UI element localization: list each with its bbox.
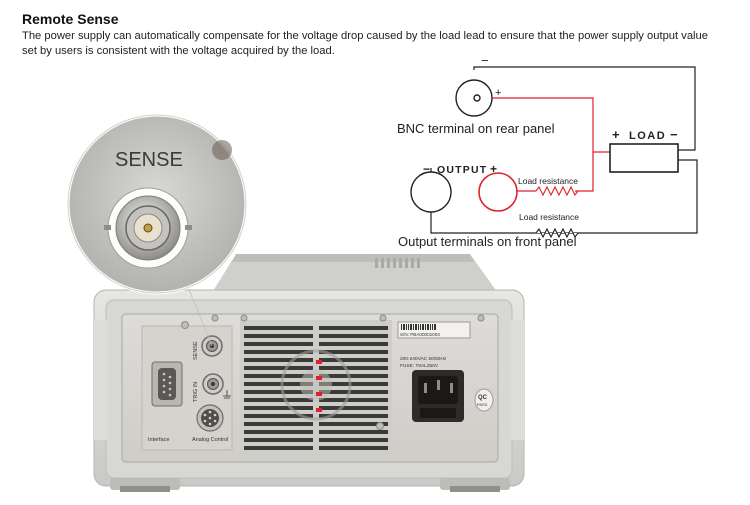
wire-minus-sense bbox=[473, 66, 696, 151]
load-resistance-label-bottom: Load resistance bbox=[519, 212, 579, 222]
ac-power-inlet bbox=[412, 370, 464, 422]
load-plus-sign: + bbox=[612, 127, 620, 142]
qc-label: QC bbox=[478, 395, 488, 401]
output-minus-terminal bbox=[410, 171, 452, 213]
output-plus-sign: + bbox=[490, 162, 497, 176]
wiring-diagram: − + BNC terminal on rear panel + LOAD − … bbox=[397, 53, 698, 249]
output-plus-terminal bbox=[478, 172, 518, 212]
bnc-terminal-label: BNC terminal on rear panel bbox=[397, 121, 555, 136]
unit-top-body bbox=[210, 254, 500, 296]
resistor-bottom bbox=[535, 227, 579, 239]
db9-interface-connector bbox=[151, 361, 183, 407]
fan-grille bbox=[240, 320, 392, 456]
zoom-bnc-pin bbox=[143, 223, 153, 233]
panel-screws bbox=[181, 314, 485, 430]
output-minus-sign: − bbox=[423, 162, 430, 176]
wire-plus-output-2 bbox=[575, 152, 594, 192]
interface-label: Interface bbox=[148, 437, 169, 443]
ground-icon bbox=[223, 390, 231, 399]
serial-number-label: S/N: PBA00001003 bbox=[400, 332, 440, 337]
load-label: LOAD bbox=[629, 130, 666, 142]
load-box bbox=[609, 143, 679, 173]
power-supply-rear-view: SENSE TRIG IN Interface bbox=[66, 113, 525, 492]
section-description: The power supply can automatically compe… bbox=[22, 30, 708, 57]
wire-plus-sense bbox=[477, 97, 610, 153]
power-rating-label: 200-240VAC 50/60Hz bbox=[400, 356, 447, 362]
load-minus-sign: − bbox=[670, 127, 678, 142]
analog-control-label: Analog Control bbox=[192, 437, 228, 443]
section-title: Remote Sense bbox=[22, 11, 119, 27]
pass-label: PASS bbox=[477, 402, 488, 407]
barcode bbox=[401, 324, 436, 330]
qc-pass-sticker bbox=[474, 388, 494, 412]
top-vents bbox=[375, 258, 420, 268]
trig-in-label: TRIG IN bbox=[193, 382, 199, 402]
fuse-label: FUSE: T8AL250V bbox=[400, 363, 439, 369]
bnc-minus-sign: − bbox=[481, 53, 489, 68]
sense-panel-label: SENSE bbox=[193, 341, 199, 360]
bnc-plus-sign: + bbox=[495, 87, 501, 99]
sense-zoom-inset: SENSE bbox=[66, 113, 248, 295]
load-resistance-label-top: Load resistance bbox=[518, 176, 578, 186]
analog-control-connector bbox=[196, 404, 224, 432]
bnc-center-pin bbox=[473, 94, 481, 102]
resistor-top bbox=[535, 185, 579, 197]
sense-zoom-label: SENSE bbox=[115, 149, 183, 171]
output-label: OUTPUT bbox=[437, 164, 487, 176]
front-panel-label: Output terminals on front panel bbox=[398, 234, 577, 249]
wire-output-minus bbox=[430, 159, 698, 234]
